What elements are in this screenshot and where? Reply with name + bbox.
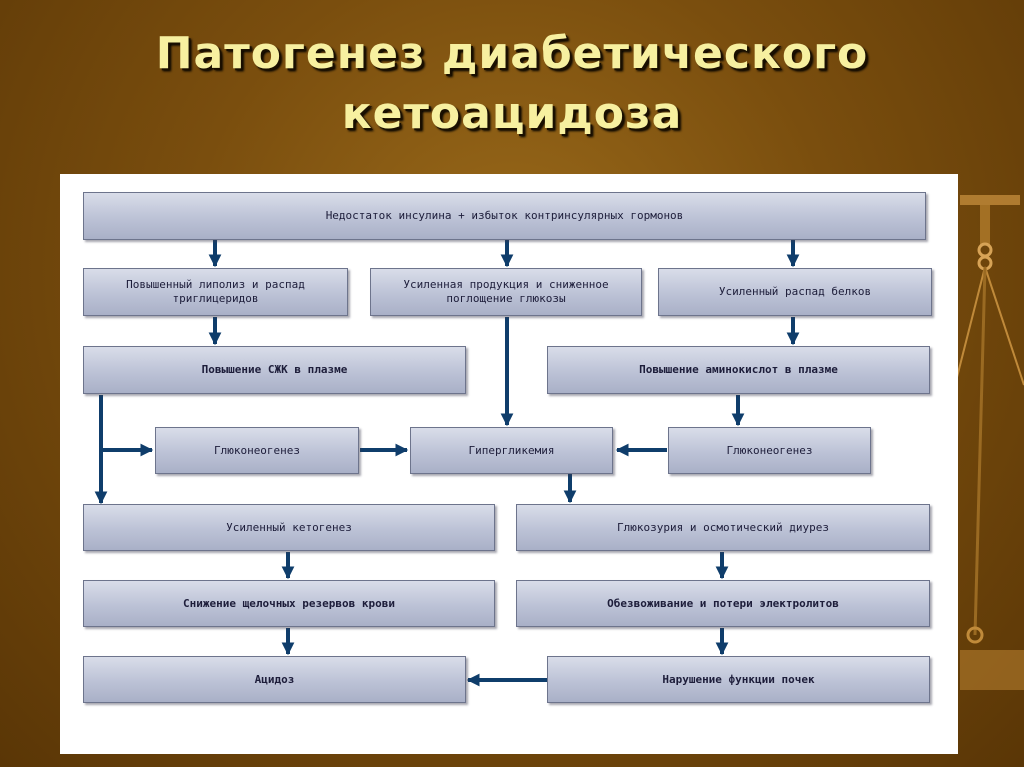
slide-title: Патогенез диабетического кетоацидоза (0, 24, 1024, 144)
box-ketogenesis: Усиленный кетогенез (83, 504, 495, 551)
box-insulin-deficiency: Недостаток инсулина + избыток контринсул… (83, 192, 926, 240)
box-dehydration: Обезвоживание и потери электролитов (516, 580, 930, 627)
box-amino-acids-plasma: Повышение аминокислот в плазме (547, 346, 930, 394)
box-ffa-plasma: Повышение СЖК в плазме (83, 346, 466, 394)
box-lipolysis: Повышенный липолиз и распад триглицеридо… (83, 268, 348, 316)
box-glucose-production: Усиленная продукция и сниженное поглощен… (370, 268, 642, 316)
title-line-1: Патогенез диабетического (0, 24, 1024, 84)
box-protein-breakdown: Усиленный распад белков (658, 268, 932, 316)
box-glucosuria: Глюкозурия и осмотический диурез (516, 504, 930, 551)
box-gluconeogenesis-right: Глюконеогенез (668, 427, 871, 474)
title-line-2: кетоацидоза (0, 84, 1024, 144)
box-alkaline-reserve: Снижение щелочных резервов крови (83, 580, 495, 627)
box-gluconeogenesis-left: Глюконеогенез (155, 427, 359, 474)
box-kidney-dysfunction: Нарушение функции почек (547, 656, 930, 703)
box-acidosis: Ацидоз (83, 656, 466, 703)
box-hyperglycemia: Гипергликемия (410, 427, 613, 474)
